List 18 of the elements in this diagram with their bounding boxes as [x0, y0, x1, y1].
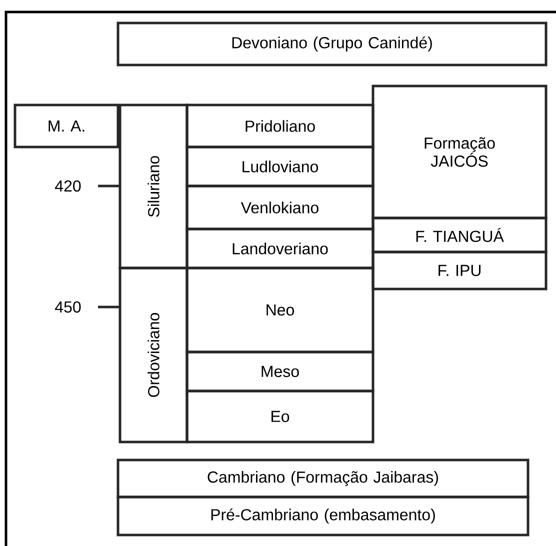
unit-box: Ludloviano	[186, 146, 374, 188]
period-box: Siluriano	[118, 104, 188, 270]
unit-box: Meso	[186, 350, 374, 392]
unit-box: Neo	[186, 266, 374, 354]
age-label: 450	[55, 301, 81, 313]
unit-box: F. TIANGUÁ	[372, 216, 548, 254]
unit-box: Pré-Cambriano (embasamento)	[116, 496, 530, 536]
unit-box: Landoveriano	[186, 228, 374, 270]
unit-box: Cambriano (Formação Jaibaras)	[116, 458, 530, 498]
age-label: 420	[55, 180, 81, 192]
unit-box: Devoniano (Grupo Canindé)	[116, 22, 548, 66]
header-box: M. A.	[14, 104, 120, 148]
unit-box: Eo	[186, 390, 374, 444]
unit-box: Venlokiano	[186, 184, 374, 230]
period-box: Ordoviciano	[118, 266, 188, 444]
unit-box: F. IPU	[372, 250, 548, 290]
unit-box: Pridoliano	[186, 104, 374, 148]
unit-box: Formação JAICÓS	[372, 84, 548, 220]
